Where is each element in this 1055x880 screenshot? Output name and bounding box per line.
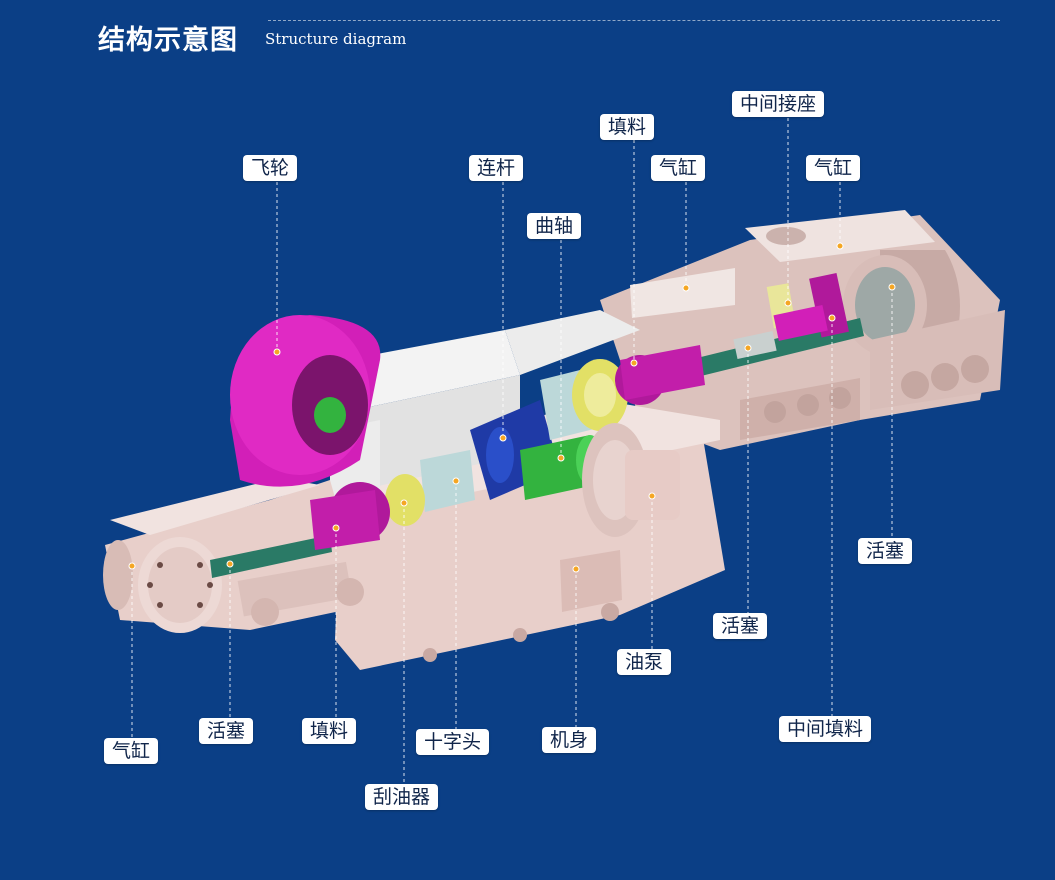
crank-internals <box>385 359 628 526</box>
label-piston-left: 活塞 <box>199 718 254 744</box>
oil-pump-housing <box>582 423 680 537</box>
label-piston-right: 活塞 <box>858 538 913 564</box>
leader-lines <box>131 118 893 785</box>
left-cylinder-assembly <box>103 478 364 633</box>
label-crankshaft: 曲轴 <box>527 213 582 239</box>
label-middle-packing: 中间填料 <box>779 716 872 742</box>
label-packing-top: 填料 <box>600 114 655 140</box>
label-piston-mid: 活塞 <box>713 613 768 639</box>
right-crosshead <box>615 345 705 405</box>
page-subtitle: Structure diagram <box>265 30 407 48</box>
header-divider <box>268 20 1000 21</box>
marker-dots <box>128 242 896 573</box>
label-packing-left: 填料 <box>302 718 357 744</box>
flywheel <box>230 315 381 487</box>
label-cylinder-left: 气缸 <box>104 738 159 764</box>
page-title: 结构示意图 <box>98 25 238 56</box>
left-crosshead <box>310 482 390 550</box>
label-oil-pump: 油泵 <box>617 649 672 675</box>
label-oil-scraper: 刮油器 <box>365 784 439 810</box>
label-frame: 机身 <box>542 727 597 753</box>
label-crosshead: 十字头 <box>416 729 490 755</box>
label-distance-piece: 中间接座 <box>732 91 825 117</box>
label-flywheel: 飞轮 <box>243 155 298 181</box>
label-cylinder-right: 气缸 <box>806 155 861 181</box>
label-cylinder-mid: 气缸 <box>651 155 706 181</box>
label-connecting-rod: 连杆 <box>469 155 524 181</box>
